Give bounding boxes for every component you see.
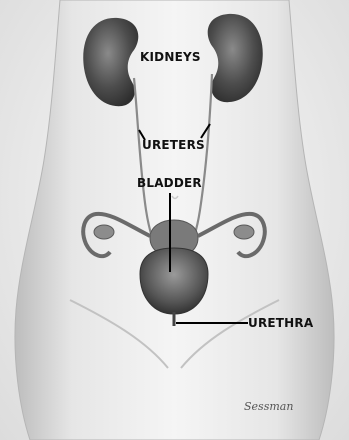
ovary-right — [234, 225, 254, 239]
artist-signature: Sessman — [244, 400, 293, 413]
ovary-left — [94, 225, 114, 239]
kidneys-label: KIDNEYS — [140, 50, 201, 64]
bladder — [140, 248, 208, 314]
urethra-label: URETHRA — [248, 316, 313, 330]
ureters-label: URETERS — [142, 138, 205, 152]
bladder-label: BLADDER — [137, 176, 202, 190]
